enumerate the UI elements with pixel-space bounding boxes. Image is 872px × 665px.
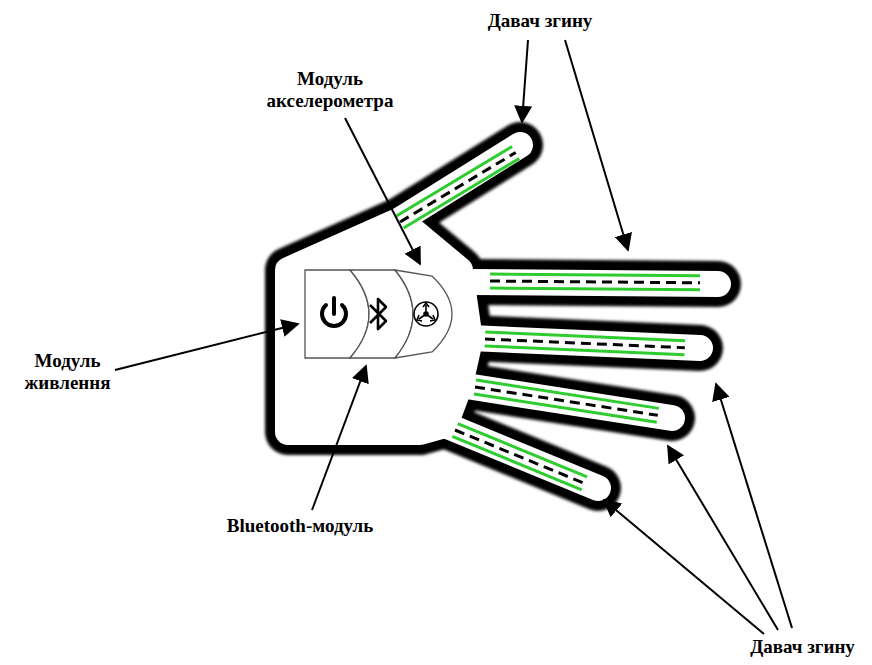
sensor-label: Давач згину bbox=[740, 636, 865, 658]
glove-outline bbox=[288, 145, 718, 488]
accelerometer-icon bbox=[414, 302, 438, 326]
accelerometer-module bbox=[395, 270, 452, 358]
module-label: Модуль акселерометра bbox=[255, 68, 405, 112]
leader-lines bbox=[115, 40, 792, 634]
module-label: Bluetooth-модуль bbox=[190, 515, 410, 537]
glove-inner bbox=[288, 145, 718, 488]
power-icon bbox=[322, 298, 346, 326]
bluetooth-icon bbox=[370, 299, 386, 329]
module-label: Модуль живлення bbox=[10, 350, 125, 394]
sensor-label: Давач згину bbox=[470, 10, 610, 32]
modules bbox=[305, 270, 452, 358]
